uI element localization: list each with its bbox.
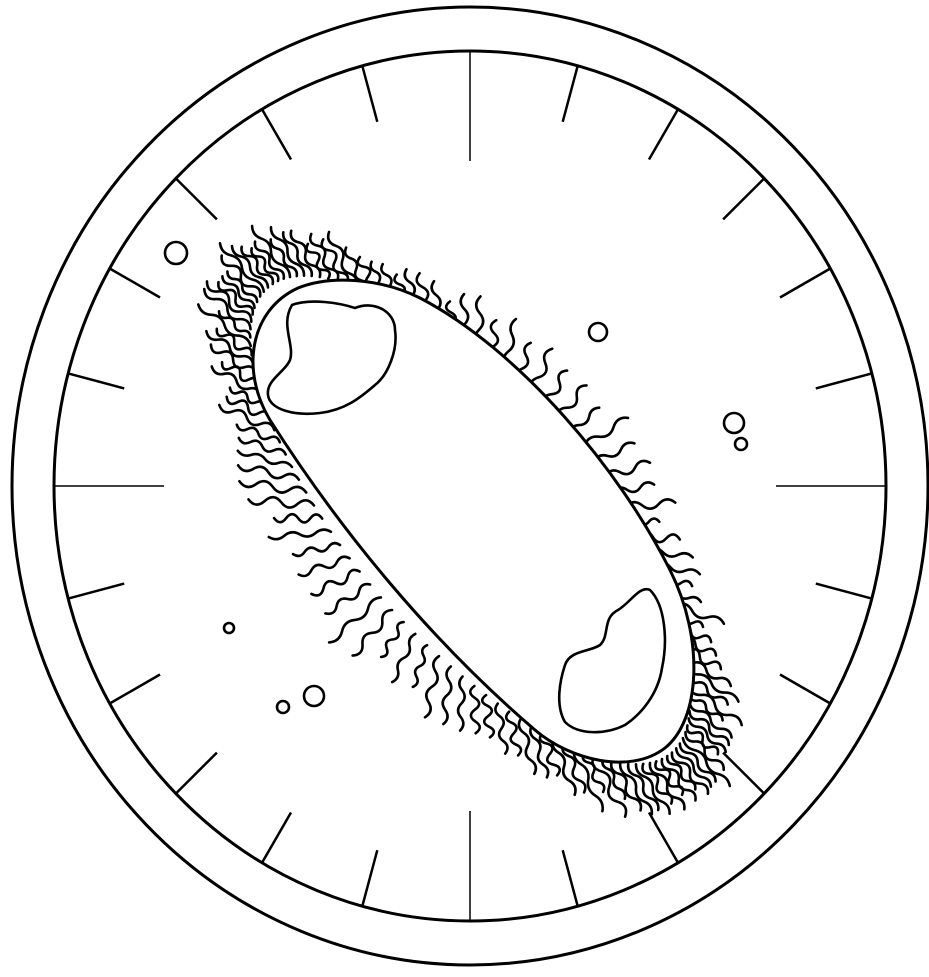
scale-tick bbox=[110, 675, 160, 704]
flagellum bbox=[413, 645, 427, 687]
scale-tick bbox=[780, 269, 830, 298]
particle bbox=[304, 686, 324, 706]
particle bbox=[224, 623, 234, 633]
flagellum bbox=[470, 686, 479, 733]
scale-tick bbox=[780, 675, 830, 704]
scale-tick bbox=[110, 269, 160, 298]
flagellum bbox=[239, 481, 306, 492]
scale-tick bbox=[362, 850, 377, 906]
scale-tick bbox=[563, 850, 578, 906]
scale-tick bbox=[262, 109, 291, 159]
flagellum bbox=[482, 695, 494, 737]
flagellum bbox=[269, 530, 331, 540]
flagellum bbox=[299, 557, 350, 576]
flagellum bbox=[458, 677, 465, 731]
particle bbox=[165, 242, 187, 264]
flagellum bbox=[602, 759, 625, 799]
flagellum bbox=[311, 570, 359, 595]
flagellum bbox=[274, 514, 322, 522]
bacterium bbox=[198, 226, 741, 817]
flagellum bbox=[425, 656, 439, 717]
flagellum bbox=[310, 234, 338, 281]
scale-tick bbox=[816, 373, 872, 388]
particle bbox=[724, 413, 744, 433]
scale-tick bbox=[723, 178, 764, 219]
scale-tick bbox=[816, 584, 872, 599]
particle bbox=[277, 701, 289, 713]
scale-tick bbox=[649, 813, 678, 863]
scale-tick bbox=[649, 109, 678, 159]
flagellum bbox=[381, 622, 404, 657]
scale-tick bbox=[723, 753, 764, 794]
scale-tick bbox=[176, 178, 217, 219]
particle bbox=[735, 438, 747, 450]
flagellum bbox=[392, 634, 415, 682]
scale-tick bbox=[262, 813, 291, 863]
flagellum bbox=[293, 543, 340, 556]
flagellum bbox=[249, 497, 315, 507]
flagellum bbox=[495, 704, 507, 754]
flagellum bbox=[238, 465, 299, 479]
flagellum bbox=[443, 667, 452, 725]
scale-tick bbox=[362, 66, 377, 122]
particle bbox=[589, 323, 607, 341]
scale-tick bbox=[176, 753, 217, 794]
scale-tick bbox=[68, 373, 124, 388]
scale-tick bbox=[563, 66, 578, 122]
cell-body bbox=[253, 280, 694, 762]
scale-tick bbox=[68, 584, 124, 599]
flagellum bbox=[325, 584, 370, 614]
